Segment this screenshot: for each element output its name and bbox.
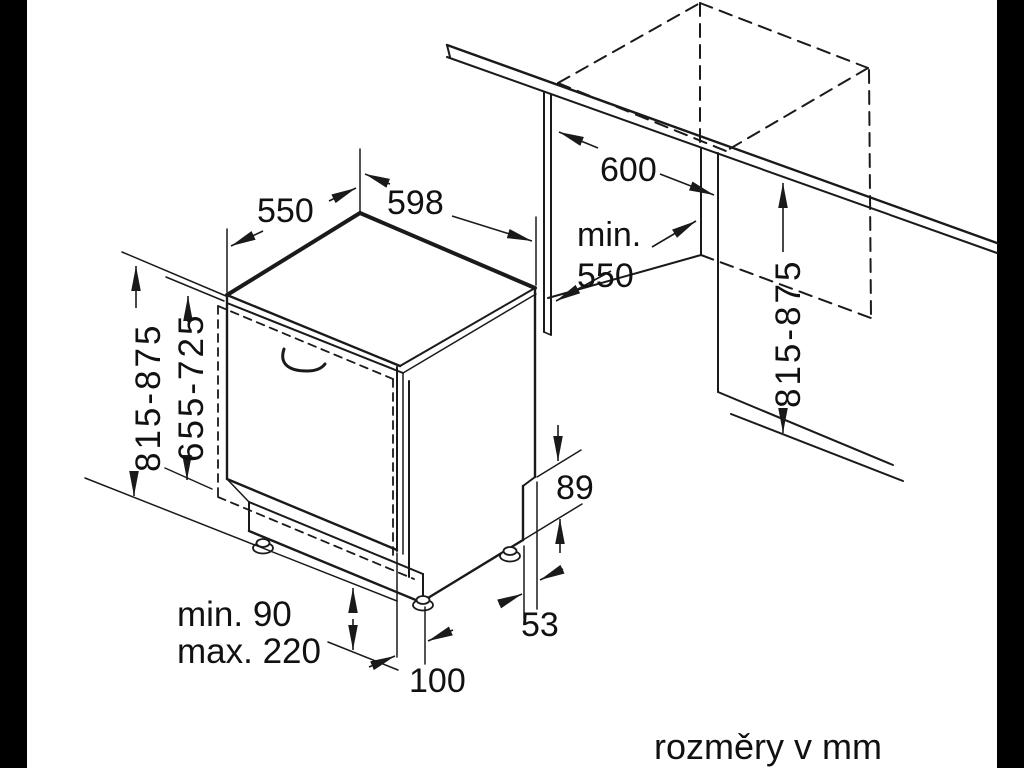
dim-door-height-655-725: 655-725 — [172, 296, 211, 480]
dim-top-depth-550: 550 — [230, 187, 357, 247]
label-niche-depth-value: 550 — [577, 257, 634, 295]
label-door-height: 655-725 — [172, 313, 211, 462]
pillarbox-right — [997, 0, 1024, 768]
unit-note: rozměry v mm — [654, 726, 882, 767]
dim-niche-width-600: 600 — [558, 131, 715, 196]
dim-appliance-height-815-875: 815-875 — [129, 266, 168, 496]
dim-rear-depth-53: 53 — [497, 564, 565, 644]
pillarbox-left — [0, 0, 27, 768]
dim-plinth-depth-100: 100 — [368, 626, 466, 700]
door-handle — [281, 347, 327, 373]
side-panels — [543, 91, 904, 482]
label-plinth-depth: 100 — [409, 662, 466, 700]
dishwasher-body — [225, 211, 537, 603]
dim-plinth-90-220: min. 90 max. 220 — [177, 588, 358, 671]
label-niche-height: 815-875 — [769, 259, 808, 408]
label-top-depth: 550 — [257, 192, 314, 230]
dim-front-width-598: 598 — [364, 173, 533, 242]
dim-rear-height-89: 89 — [553, 425, 594, 553]
countertop — [445, 43, 999, 254]
label-plinth-max: max. 220 — [177, 632, 321, 671]
label-plinth-min: min. 90 — [177, 595, 292, 634]
label-niche-depth-prefix: min. — [577, 216, 641, 254]
label-appliance-height: 815-875 — [129, 323, 168, 472]
dim-niche-height-815-875: 815-875 — [769, 183, 808, 433]
label-front-width: 598 — [387, 184, 444, 222]
label-rear-depth: 53 — [521, 606, 559, 644]
door-dashed-outline — [217, 305, 415, 580]
label-rear-height: 89 — [556, 469, 594, 507]
dim-niche-depth-min550: min. 550 — [555, 216, 697, 302]
niche-dashed-outline — [557, 2, 872, 319]
label-niche-width: 600 — [600, 151, 657, 189]
